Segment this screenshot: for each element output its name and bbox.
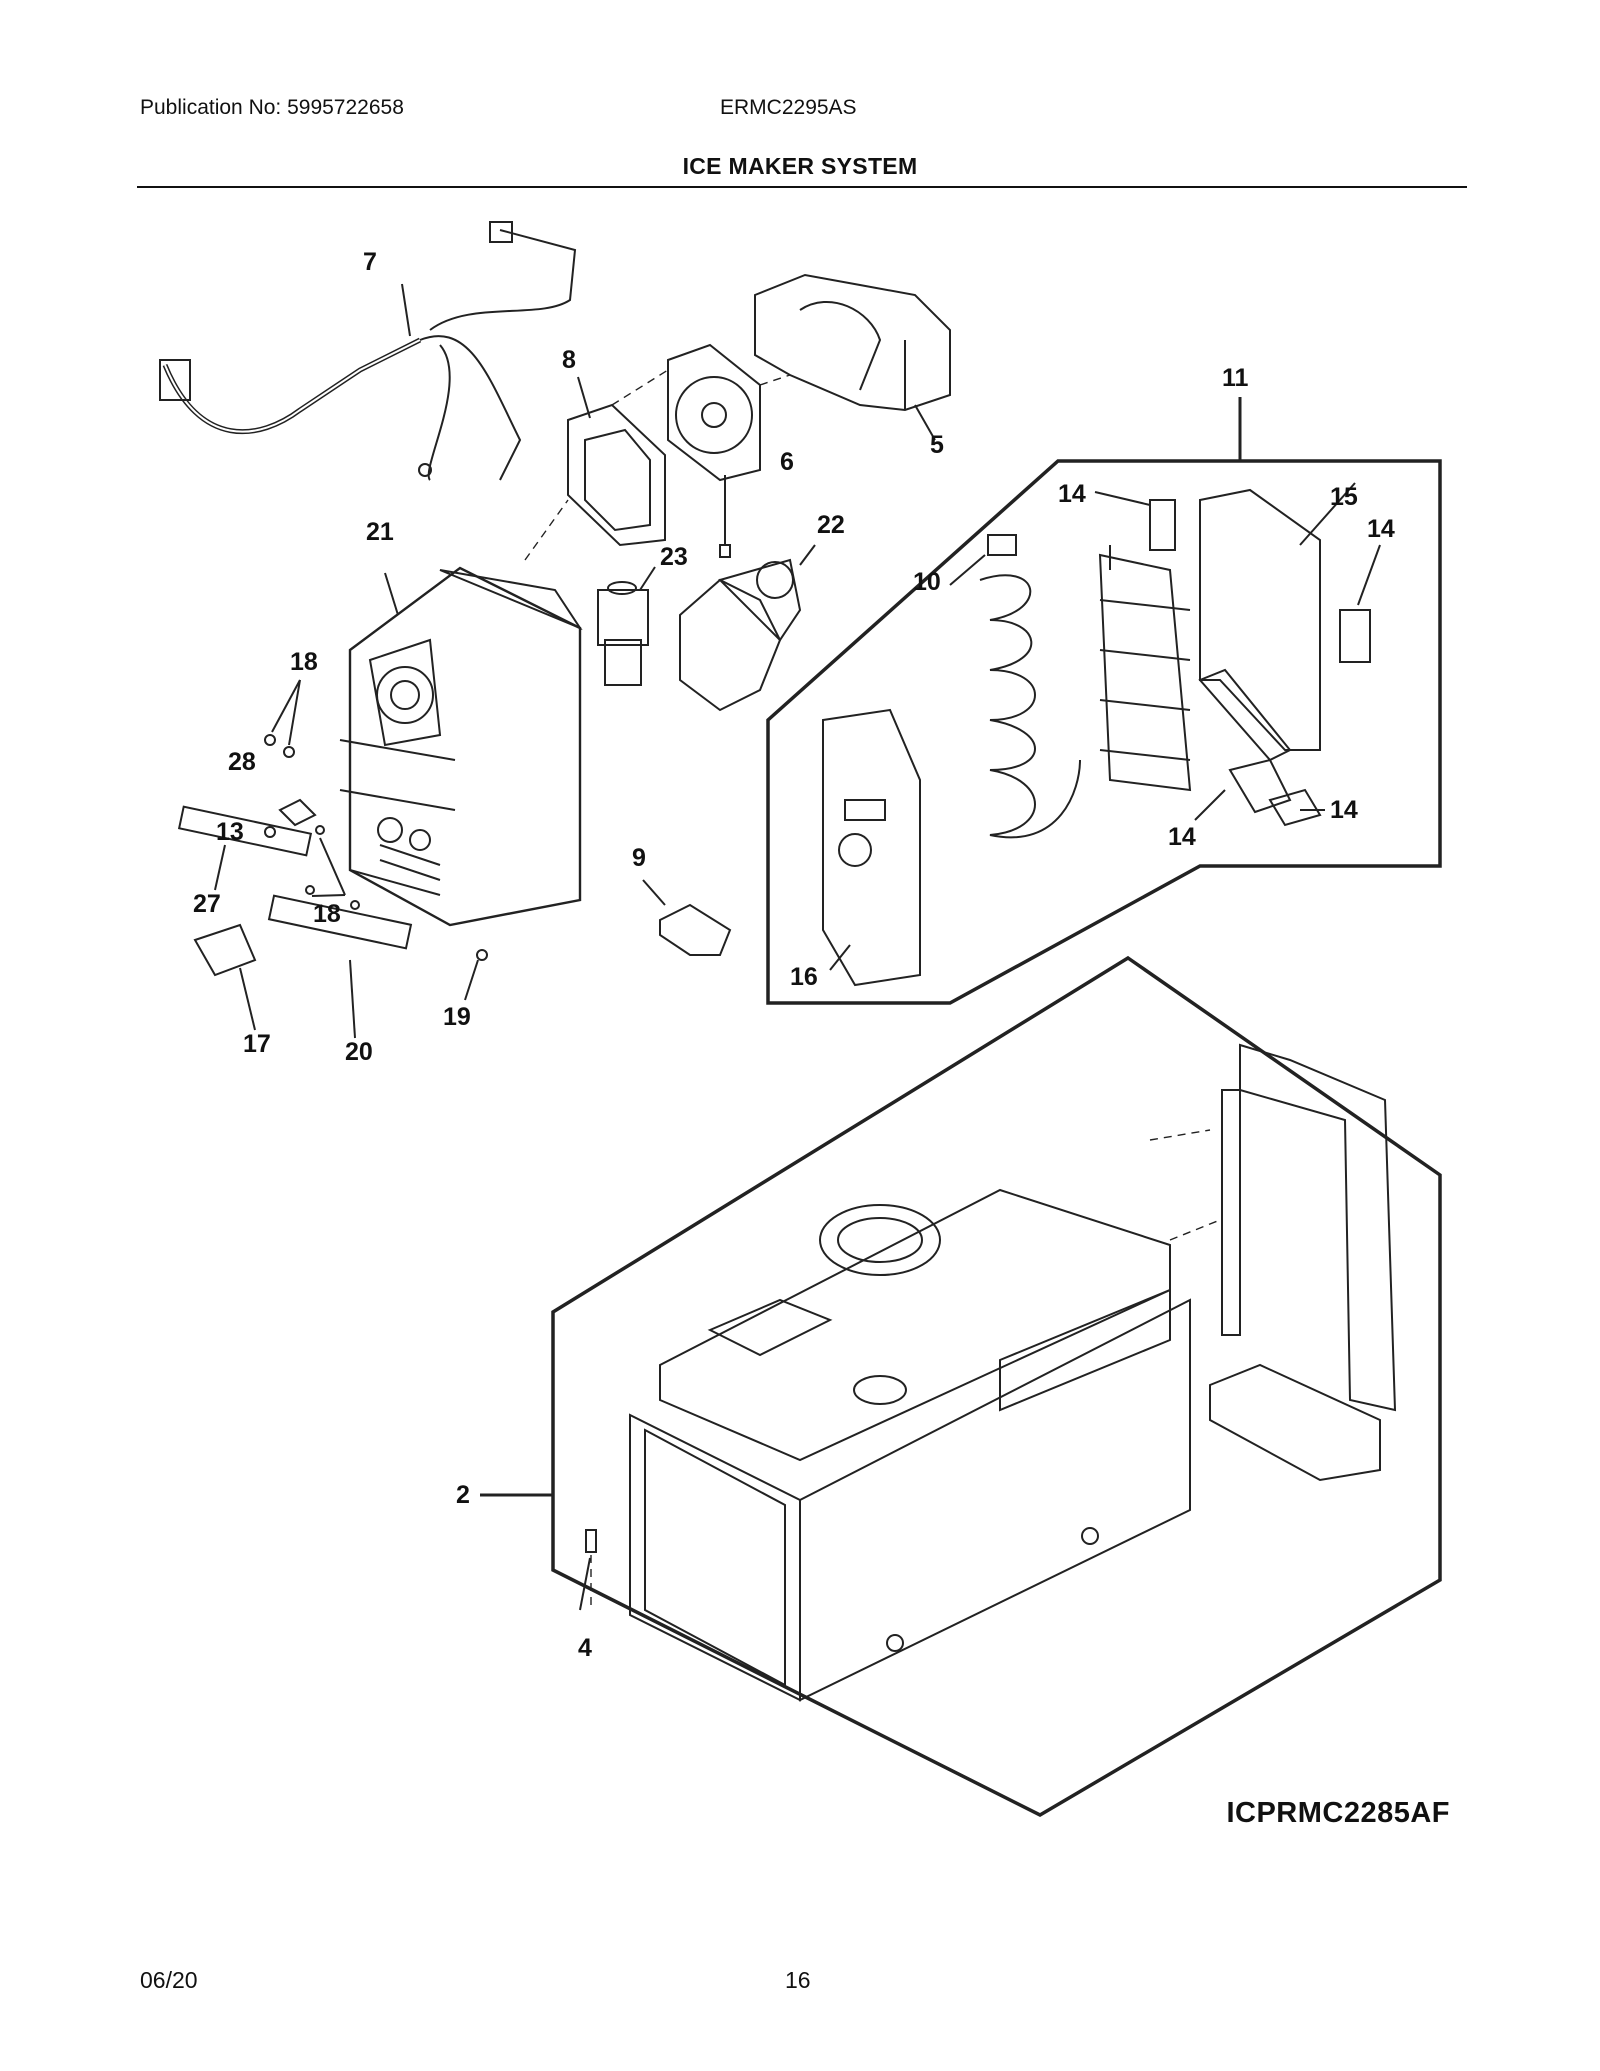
- callout-15: 15: [1330, 483, 1358, 511]
- callout-18b: 18: [313, 900, 341, 928]
- callout-19: 19: [443, 1003, 471, 1031]
- callout-27: 27: [193, 890, 221, 918]
- callout-16: 16: [790, 963, 818, 991]
- callout-28: 28: [228, 748, 256, 776]
- callout-14c: 14: [1168, 823, 1196, 851]
- group-box-2: [551, 955, 1442, 1817]
- ice-bin-assembly: [579, 1043, 1397, 1702]
- callout-20: 20: [345, 1038, 373, 1066]
- callout-4: 4: [578, 1634, 592, 1662]
- page-title: ICE MAKER SYSTEM: [682, 153, 918, 179]
- sensor-10: [949, 534, 1017, 586]
- callout-11: 11: [1222, 364, 1249, 392]
- evaporator-coil: [979, 545, 1192, 839]
- footer-date: 06/20: [140, 1967, 198, 1993]
- small-hardware: [177, 679, 488, 1039]
- footer-page-number: 16: [785, 1967, 811, 1993]
- callout-14a: 14: [1058, 480, 1086, 508]
- callout-13: 13: [216, 818, 244, 846]
- callout-labels: 7 8 5 6 11 14 15 14 21 22 23 10 18 28 13…: [193, 248, 1395, 1662]
- fan-housing-5: [754, 273, 951, 441]
- model-number: ERMC2295AS: [720, 96, 857, 119]
- callout-8: 8: [562, 346, 576, 374]
- callout-23: 23: [660, 543, 688, 571]
- callout-5: 5: [930, 431, 944, 459]
- wire-harness-7: [159, 221, 577, 481]
- insulation-pad-14: [1094, 491, 1381, 827]
- callout-22: 22: [817, 511, 845, 539]
- evaporator-cover-15: [1198, 482, 1356, 762]
- ice-maker-housing-21: [339, 566, 583, 927]
- solenoid-23: [597, 566, 656, 686]
- callout-2: 2: [456, 1481, 470, 1509]
- callout-14b: 14: [1367, 515, 1395, 543]
- bracket-9: [642, 879, 732, 956]
- callout-21: 21: [366, 518, 394, 546]
- callout-6: 6: [780, 448, 794, 476]
- callout-10: 10: [913, 568, 941, 596]
- auger-motor-22: [679, 544, 816, 712]
- callout-9: 9: [632, 844, 646, 872]
- callout-7: 7: [363, 248, 377, 276]
- publication-number: Publication No: 5995722658: [140, 96, 404, 119]
- callout-17: 17: [243, 1030, 271, 1058]
- callout-14d: 14: [1330, 796, 1358, 824]
- evaporator-back-16: [822, 708, 921, 987]
- header-rule: [137, 186, 1467, 188]
- fan-6: [667, 343, 761, 558]
- group-box-11: [766, 459, 1442, 1005]
- callout-18a: 18: [290, 648, 318, 676]
- figure-code: ICPRMC2285AF: [1226, 1797, 1450, 1829]
